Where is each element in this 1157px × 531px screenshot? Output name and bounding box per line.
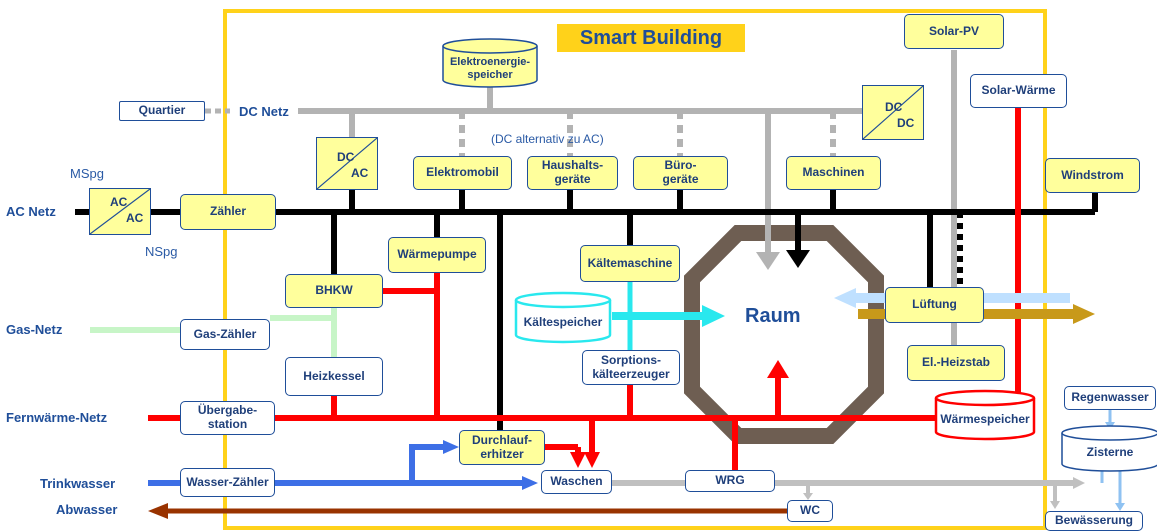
kaeltespeicher-label: Kältespeicher: [523, 315, 603, 330]
durchlauferhitzer-box: Durchlauf- erhitzer: [459, 430, 545, 465]
room-label: Raum: [745, 305, 801, 327]
ac-net-lines: [75, 190, 1098, 430]
waermepumpe-box: Wärmepumpe: [388, 237, 486, 273]
gas-lines: [90, 305, 337, 357]
ac-ac-converter: AC AC: [89, 188, 151, 235]
diagram-title: Smart Building: [557, 24, 745, 52]
abwasser-label: Abwasser: [56, 502, 118, 517]
nspg-label: NSpg: [145, 244, 178, 259]
solar-pv-box: Solar-PV: [904, 14, 1004, 49]
sorption-box: Sorptions- kälteerzeuger: [582, 350, 680, 385]
converter-out: AC: [351, 166, 369, 180]
regenwasser-box: Regenwasser: [1064, 386, 1156, 410]
wc-box: WC: [787, 500, 833, 522]
converter-in: AC: [110, 195, 128, 209]
waste-water-line: [148, 503, 787, 519]
quartier-box: Quartier: [119, 101, 205, 121]
building-frame: [223, 9, 1047, 530]
solar-waerme-box: Solar-Wärme: [970, 74, 1067, 108]
gas-netz-label: Gas-Netz: [6, 322, 63, 337]
gas-zaehler-box: Gas-Zähler: [180, 319, 270, 350]
cold-lines: [612, 282, 725, 350]
mspg-label: MSpg: [70, 166, 104, 181]
wasser-zaehler-box: Wasser-Zähler: [180, 468, 275, 497]
water-lines: [148, 440, 1085, 509]
dc-dc-converter: DC DC: [862, 85, 924, 140]
wrg-box: WRG: [685, 470, 775, 492]
elektroenergiespeicher-cylinder: [442, 38, 538, 88]
kaeltemaschine-box: Kältemaschine: [580, 245, 680, 282]
bewaesserung-box: Bewässerung: [1045, 511, 1143, 531]
zisterne-cylinder: [1061, 425, 1157, 472]
lueftung-box: Lüftung: [885, 287, 984, 323]
zaehler-box: Zähler: [180, 194, 276, 230]
converter-out: DC: [897, 116, 915, 130]
ac-netz-label: AC Netz: [6, 204, 56, 219]
waermespeicher-label: Wärmespeicher: [940, 412, 1030, 427]
buerogeraete-box: Büro- geräte: [633, 156, 728, 190]
heizkessel-box: Heizkessel: [285, 357, 383, 396]
converter-in: DC: [337, 150, 355, 164]
converter-out: AC: [126, 211, 144, 225]
waermespeicher-cylinder: [934, 389, 1036, 441]
dc-ac-converter: DC AC: [316, 137, 378, 190]
elektroenergiespeicher-label: Elektroenergie- speicher: [449, 56, 531, 81]
kaeltespeicher-cylinder: [514, 291, 612, 344]
uebergabestation-box: Übergabe- station: [180, 401, 275, 435]
waschen-box: Waschen: [541, 470, 612, 494]
bhkw-box: BHKW: [285, 274, 383, 308]
dc-netz-label: DC Netz: [239, 104, 289, 119]
maschinen-box: Maschinen: [786, 156, 881, 190]
el-heizstab-box: El.-Heizstab: [907, 345, 1005, 381]
dc-alternative-note: (DC alternativ zu AC): [491, 132, 604, 146]
room-octagon: [684, 225, 884, 444]
haushaltsgeraete-box: Haushalts- geräte: [527, 156, 618, 190]
heat-lines: [148, 108, 1021, 470]
elektromobil-box: Elektromobil: [413, 156, 512, 190]
converter-in: DC: [885, 100, 903, 114]
zisterne-label: Zisterne: [1086, 445, 1134, 460]
windstrom-box: Windstrom: [1045, 158, 1140, 193]
fernwaerme-label: Fernwärme-Netz: [6, 410, 108, 425]
rain-lines: [1100, 410, 1125, 511]
trinkwasser-label: Trinkwasser: [40, 476, 116, 491]
